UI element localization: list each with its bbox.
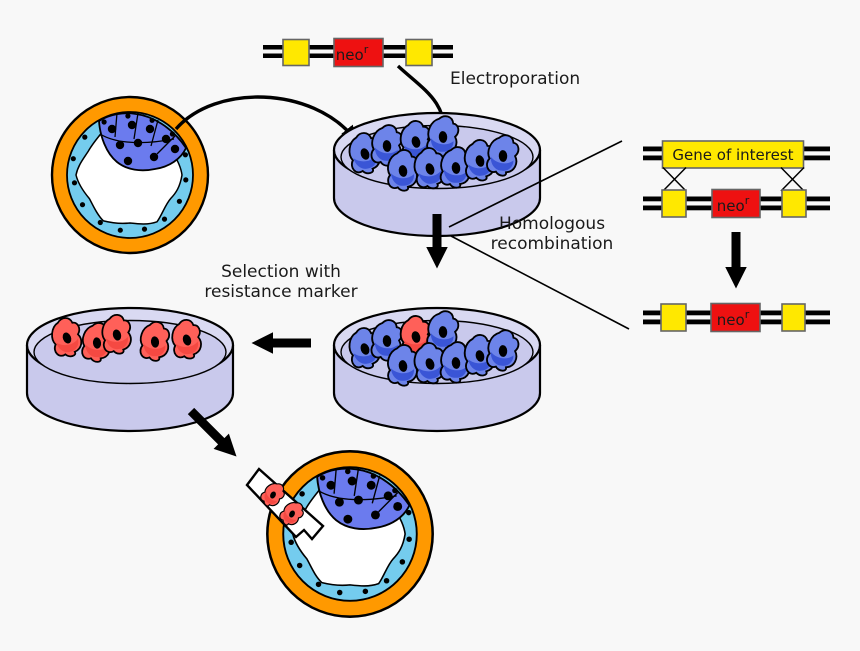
homology-arm-left [661,189,687,218]
electroporation-label: Electroporation [450,69,580,89]
es-cell-isolation-arrow [174,95,357,141]
targeting-vector-aligned: neor [643,188,830,219]
neo-label: neor [717,194,750,215]
selection-label: Selection with resistance marker [204,262,357,302]
neo-resistance-gene [711,188,761,219]
neo-resistance-gene [333,37,384,68]
gene-of-interest-box [661,140,805,169]
recombination-detail: Gene of interest neor neor [643,140,830,333]
homologous-recombination-label: Homologous recombination [491,214,614,254]
homology-arm-right [405,38,433,67]
genomic-locus-construct: Gene of interest [643,140,830,169]
svg-text:resistance marker: resistance marker [204,282,357,302]
svg-text:Homologous: Homologous [499,214,605,234]
homology-arm-right [781,303,806,332]
selected-cell-dish [25,306,235,433]
homology-arm-left [282,38,310,67]
pointer-line-top [448,140,623,228]
recombined-locus-construct: neor [643,302,830,333]
crossover-marks [662,166,805,192]
injection-step-arrow [187,407,237,457]
pointer-line-bottom [450,235,630,330]
targeting-vector-construct: neor [263,37,453,68]
homology-arm-right [781,189,807,218]
neo-label: neor [717,308,750,329]
svg-text:recombination: recombination [491,234,614,254]
neo-label: neor [336,43,369,64]
injection-pipette [245,467,325,541]
svg-text:Selection with: Selection with [221,262,341,282]
mixed-cell-dish [332,306,542,433]
homology-arm-left [660,303,687,332]
neo-resistance-gene [710,302,761,333]
gene-of-interest-label: Gene of interest [672,146,793,164]
